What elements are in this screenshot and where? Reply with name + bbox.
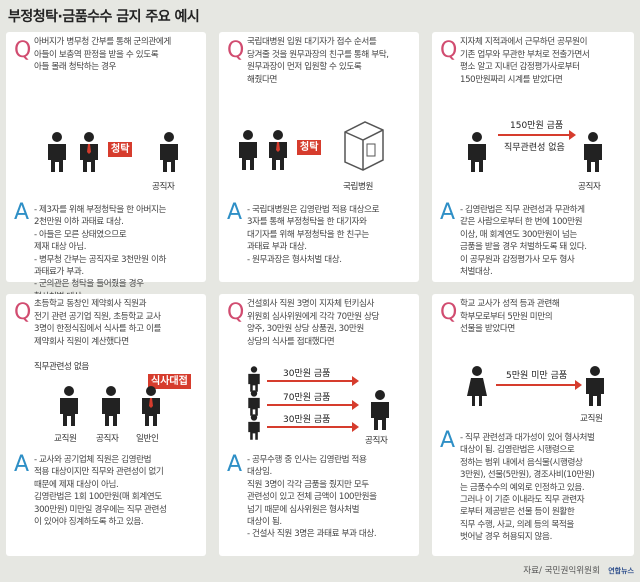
person-builder-1-icon — [248, 366, 260, 392]
question-mark: Q — [227, 300, 245, 325]
answer-text: - 김영란법은 직무 관련성과 무관하게 같은 사람으로부터 한 번에 100만… — [460, 205, 587, 278]
money-arrow — [496, 380, 582, 390]
person-officer-icon — [80, 132, 98, 172]
person-teacher-icon — [60, 386, 78, 426]
person-officer-icon — [371, 390, 389, 430]
no-relevance-label: 직무관련성 없음 — [504, 143, 565, 153]
person-label-civilian: 일반인 — [136, 434, 159, 444]
question-mark: Q — [440, 300, 458, 325]
person-doctor-icon — [160, 132, 178, 172]
money-arrow — [498, 130, 576, 140]
question-mark: Q — [14, 300, 32, 325]
no-relevance-label: 직무관련성 없음 — [34, 362, 89, 372]
answer-mark: A — [440, 200, 456, 225]
answer-text: - 교사와 공기업체 직원은 김영란법 적용 대상이지만 직무와 관련성이 없기… — [34, 455, 167, 528]
yonhap-logo: 연합뉴스 — [608, 567, 634, 575]
person-father-icon — [48, 132, 66, 172]
answer-text: - 제3자를 위해 부정청탁을 한 아버지는 2천만원 이하 과태료 대상.- … — [34, 205, 167, 302]
money-arrow-label: 5만원 미만 금품 — [506, 371, 568, 381]
person-officer-icon — [584, 132, 602, 172]
person-patient-icon — [239, 130, 257, 170]
meal-treat-tag: 식사대접 — [148, 374, 191, 389]
money-arrow-label: 150만원 금품 — [510, 121, 564, 131]
person-label-officer: 공직자 — [96, 434, 119, 444]
hospital-label: 국립병원 — [343, 182, 374, 192]
money-arrow-label-3: 30만원 금품 — [283, 415, 331, 425]
answer-mark: A — [14, 200, 30, 225]
person-civilian-icon — [142, 386, 160, 426]
person-parent-icon — [467, 366, 487, 406]
person-friend-icon — [269, 130, 287, 170]
money-arrow-label-1: 30만원 금품 — [283, 369, 331, 379]
question-mark: Q — [440, 38, 458, 63]
money-arrow-2 — [267, 400, 359, 410]
answer-mark: A — [227, 452, 243, 477]
person-label: 교직원 — [580, 414, 603, 424]
money-arrow-3 — [267, 422, 359, 432]
page-title: 부정청탁·금품수수 금지 주요 예시 — [8, 9, 200, 25]
person-appraiser-icon — [468, 132, 486, 172]
question-mark: Q — [227, 38, 245, 63]
person-label: 공직자 — [365, 436, 388, 446]
request-tag: 청탁 — [297, 140, 322, 155]
answer-text: - 직무 관련성과 대가성이 있어 형사처벌 대상이 됨. 김영란법은 시행령으… — [460, 433, 595, 543]
answer-mark: A — [14, 452, 30, 477]
request-tag: 청탁 — [108, 142, 133, 157]
person-teacher-icon — [586, 366, 604, 406]
answer-text: - 공무수행 중 인사는 김영란법 적용 대상임. 직원 3명이 각각 금품을 … — [247, 455, 377, 540]
hospital-building-icon — [344, 121, 384, 171]
source-note: 자료/ 국민권익위원회 — [523, 566, 600, 576]
answer-mark: A — [227, 200, 243, 225]
person-label-teacher: 교직원 — [54, 434, 77, 444]
person-builder-3-icon — [248, 414, 260, 440]
money-arrow-1 — [267, 376, 359, 386]
money-arrow-label-2: 70만원 금품 — [283, 393, 331, 403]
person-builder-2-icon — [248, 390, 260, 416]
answer-text: - 국립대병원은 김영란법 적용 대상으로 3자를 통해 부정청탁을 한 대기자… — [247, 205, 380, 265]
person-label: 공직자 — [578, 182, 601, 192]
question-mark: Q — [14, 38, 32, 63]
person-officer-icon — [102, 386, 120, 426]
answer-mark: A — [440, 428, 456, 453]
person-label: 공직자 — [152, 182, 175, 192]
